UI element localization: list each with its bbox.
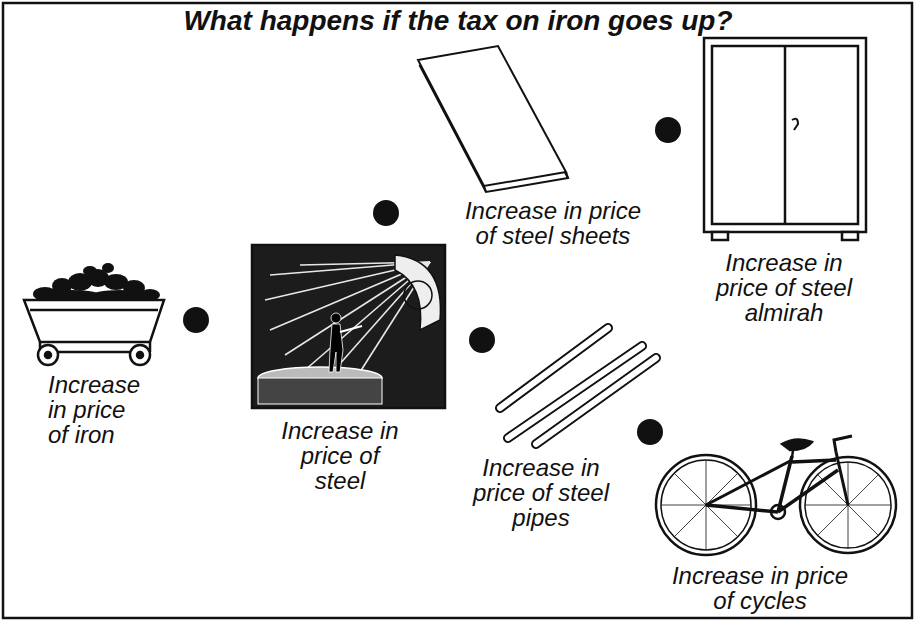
steel-mill-part	[252, 245, 445, 408]
iron-cart-part	[30, 309, 158, 312]
bicycle-part	[834, 436, 852, 452]
iron-cart-part	[45, 352, 51, 358]
steel-mill-part	[265, 262, 430, 375]
iron-cart-part	[130, 345, 150, 365]
bicycle-part	[706, 505, 778, 512]
iron-cart-part	[137, 352, 143, 358]
steel-mill-part-part	[331, 313, 341, 323]
flow-dot-part	[637, 419, 663, 445]
bicycle-part	[771, 505, 785, 519]
bicycle-part	[792, 460, 836, 462]
steel-pipes-part	[508, 346, 642, 438]
bicycle-part	[661, 460, 891, 550]
steel-almirah-part	[712, 232, 728, 240]
iron-cart-part	[38, 345, 58, 365]
steel-sheets-part	[566, 172, 568, 178]
steel-almirah	[704, 38, 866, 240]
flow-dot-part	[373, 200, 399, 226]
caption-label: Increase in price of steel pipes	[463, 455, 619, 531]
steel-sheets-part	[484, 186, 486, 192]
flow-dot-part	[655, 117, 681, 143]
steel-almirah-part	[792, 119, 798, 130]
steel-almirah-part	[704, 38, 866, 232]
steel-almirah-part	[842, 232, 858, 240]
iron-cart-part-part	[102, 263, 114, 273]
iron-cart	[24, 263, 164, 365]
caption-label: Increase in price of cycles	[660, 563, 860, 613]
steel-mill-part-part	[340, 326, 362, 332]
steel-mill-part	[404, 281, 432, 309]
caption-label: Increase in price of steel sheets	[455, 198, 651, 248]
bicycle-part	[792, 450, 793, 458]
steel-almirah-part	[712, 46, 858, 224]
caption-label: Increase in price of iron	[48, 372, 152, 448]
steel-pipes-part	[508, 346, 642, 438]
iron-cart-part	[33, 263, 160, 302]
bicycle-part	[778, 470, 838, 512]
steel-mill-part	[329, 313, 362, 372]
frame-border	[3, 3, 912, 618]
steel-almirah-part	[784, 46, 787, 224]
bicycle-part	[836, 452, 848, 505]
bicycle-part	[706, 460, 792, 505]
flow-dot	[183, 117, 681, 445]
bicycle	[656, 436, 896, 555]
flow-dot-part	[469, 327, 495, 353]
steel-mill-part	[258, 378, 382, 404]
flow-dot-part	[183, 307, 209, 333]
steel-pipes	[500, 328, 656, 444]
caption-label: Increase in price of steel	[280, 418, 400, 494]
iron-cart-part-part	[83, 266, 97, 276]
steel-mill	[252, 245, 445, 408]
steel-sheets	[418, 46, 568, 192]
diagram-title: What happens if the tax on iron goes up?	[20, 6, 896, 35]
iron-cart-part	[24, 300, 164, 342]
bicycle-part	[782, 439, 812, 450]
steel-mill-part	[395, 255, 440, 330]
caption-label: Increase in price of steel almirah	[706, 250, 862, 326]
steel-pipes-part	[500, 328, 608, 408]
steel-pipes-part	[500, 328, 608, 408]
iron-cart-part	[50, 351, 140, 354]
steel-sheets-part	[418, 46, 566, 186]
